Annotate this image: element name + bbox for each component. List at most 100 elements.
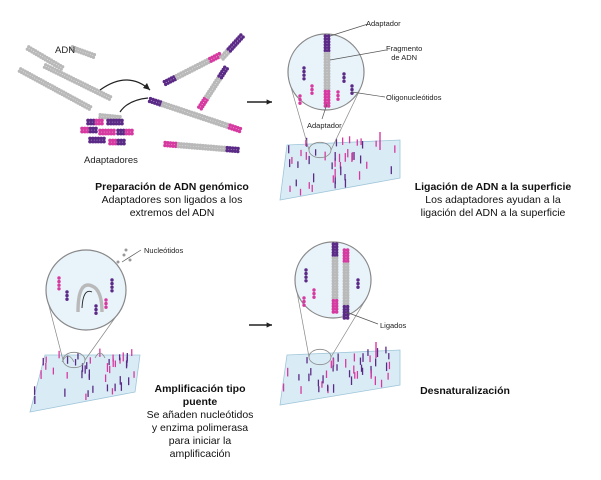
nucleotide	[302, 77, 306, 81]
nucleotide	[130, 131, 134, 136]
zoom-line	[330, 296, 368, 358]
dna-fragment	[323, 34, 331, 108]
nucleotide	[194, 115, 198, 119]
nucleotide	[174, 105, 178, 109]
nucleotide	[217, 51, 222, 56]
nucleotide	[94, 307, 98, 312]
nucleotide	[113, 138, 118, 143]
nucleotide	[91, 136, 95, 141]
surface-oligos	[288, 136, 396, 196]
nucleotide	[334, 293, 339, 297]
nucleotide	[334, 242, 339, 246]
dna-strand	[197, 65, 229, 111]
nucleotide	[345, 262, 350, 266]
nucleotide	[184, 145, 189, 150]
panel-dna-preparation	[17, 33, 245, 154]
nucleotide	[110, 281, 114, 286]
zoom-source	[308, 348, 332, 366]
nucleotide	[164, 101, 168, 106]
nucleotide	[302, 73, 306, 77]
nucleotide	[331, 307, 336, 311]
nucleotide	[312, 291, 316, 296]
nucleotide	[163, 140, 167, 145]
nucleotide	[334, 298, 339, 303]
nucleotide	[191, 114, 195, 118]
nucleotide	[331, 259, 336, 263]
dna-strand	[163, 140, 240, 154]
nucleotide	[350, 84, 354, 88]
nucleotide	[117, 121, 121, 126]
nucleotide	[185, 142, 189, 146]
nucleotide	[331, 256, 336, 260]
nucleotide	[78, 47, 82, 51]
nucleotide	[87, 107, 91, 111]
nucleotide	[331, 298, 336, 303]
nucleotide	[204, 118, 208, 123]
nucleotide	[228, 146, 232, 150]
nucleotide	[326, 48, 331, 53]
curved-arrow	[119, 97, 149, 113]
nucleotide	[326, 57, 331, 62]
nucleotide	[345, 256, 350, 261]
nucleotide	[323, 80, 328, 85]
nucleotide	[331, 301, 336, 306]
adapter-pair	[106, 118, 124, 126]
nucleotide	[111, 118, 116, 123]
nucleotide	[173, 108, 177, 112]
nucleotide	[342, 296, 347, 300]
nucleotide	[342, 79, 346, 83]
nucleotide	[223, 65, 227, 69]
nucleotide	[190, 146, 194, 150]
caption-title: Ligación de ADN a la superficie	[414, 181, 572, 193]
nucleotide	[73, 45, 77, 50]
nucleotide	[236, 125, 240, 130]
nucleotide	[186, 112, 190, 117]
nucleotide	[220, 145, 224, 149]
nucleotide	[171, 144, 175, 148]
nucleotide	[127, 128, 131, 133]
nucleotide	[92, 53, 97, 57]
nucleotide	[91, 121, 96, 126]
nucleotide	[230, 127, 234, 131]
nucleotide	[323, 60, 328, 65]
nucleotide	[331, 284, 336, 289]
nucleotide	[106, 121, 110, 126]
nucleotide	[168, 106, 172, 111]
nucleotide	[233, 149, 237, 154]
panel-surface-ligation	[279, 23, 401, 201]
nucleotide	[217, 122, 221, 127]
nucleotide	[331, 267, 336, 272]
caption-denaturation: Desnaturalización	[385, 385, 545, 398]
nucleotide	[109, 95, 113, 99]
nucleotide	[345, 299, 350, 303]
panel-denaturation	[279, 241, 401, 406]
nucleotide	[334, 262, 339, 266]
nucleotide	[345, 265, 350, 269]
nucleotide	[323, 57, 328, 62]
nucleotide	[326, 54, 331, 59]
nucleotide	[334, 307, 339, 311]
nucleotide	[91, 126, 95, 131]
nucleotide	[326, 34, 331, 38]
nucleotide	[108, 138, 112, 143]
zoom-line	[47, 301, 64, 361]
nucleotide	[99, 136, 103, 141]
nucleotide	[84, 53, 88, 57]
nucleotide	[156, 99, 160, 103]
nucleotide	[69, 47, 74, 51]
callout-line	[329, 49, 387, 61]
nucleotide	[85, 129, 90, 134]
nucleotide	[111, 114, 115, 118]
nucleotide	[222, 124, 226, 129]
nucleotide	[103, 128, 108, 133]
curved-arrow-head	[143, 83, 150, 90]
nucleotide	[331, 247, 336, 252]
nucleotide	[61, 65, 65, 69]
nucleotide	[220, 120, 225, 125]
nucleotide	[302, 296, 306, 300]
nucleotide	[331, 245, 336, 249]
nucleotide	[101, 128, 105, 133]
nucleotide	[342, 262, 347, 266]
adapter-pair	[80, 126, 98, 134]
